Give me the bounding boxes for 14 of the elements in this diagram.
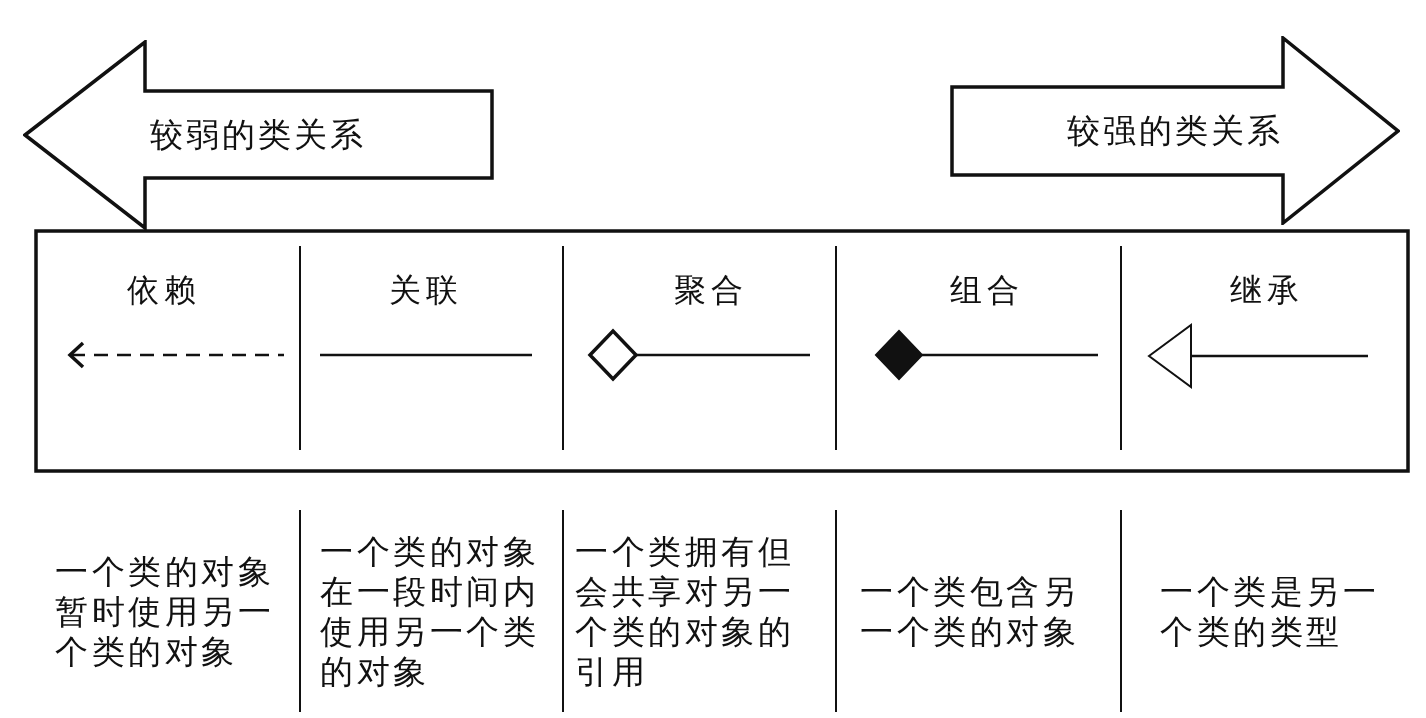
column-heading: 依赖 [127, 270, 201, 310]
description-text: 一个类的对象暂时使用另一个类的对象 [55, 552, 276, 672]
arrow-text: 较弱的类关系 [150, 115, 366, 155]
column-heading: 聚合 [674, 270, 748, 310]
column-heading: 关联 [389, 270, 463, 310]
left-block-arrow [23, 40, 494, 230]
description-text: 一个类拥有但会共享对另一个类的对象的引用 [575, 532, 796, 692]
column-heading: 组合 [950, 270, 1024, 310]
description-text: 一个类的对象在一段时间内使用另一个类的对象 [320, 532, 541, 692]
description-text: 一个类包含另一个类的对象 [860, 572, 1081, 652]
arrow-text: 较强的类关系 [1067, 111, 1283, 151]
description-text: 一个类是另一个类的类型 [1160, 572, 1381, 652]
column-heading: 继承 [1230, 270, 1304, 310]
right-block-arrow [950, 36, 1400, 225]
